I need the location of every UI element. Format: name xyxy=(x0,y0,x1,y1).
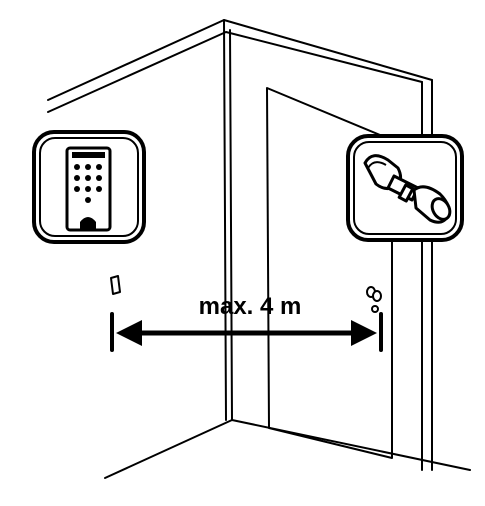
distance-label: max. 4 m xyxy=(198,293,302,320)
distance-arrow xyxy=(110,312,383,352)
door xyxy=(266,87,393,459)
door-handle xyxy=(366,286,382,313)
door-lock-cylinder-icon xyxy=(346,134,464,242)
keypad-icon xyxy=(32,130,146,244)
wall-keypad xyxy=(110,275,121,295)
room-walls xyxy=(47,19,471,479)
